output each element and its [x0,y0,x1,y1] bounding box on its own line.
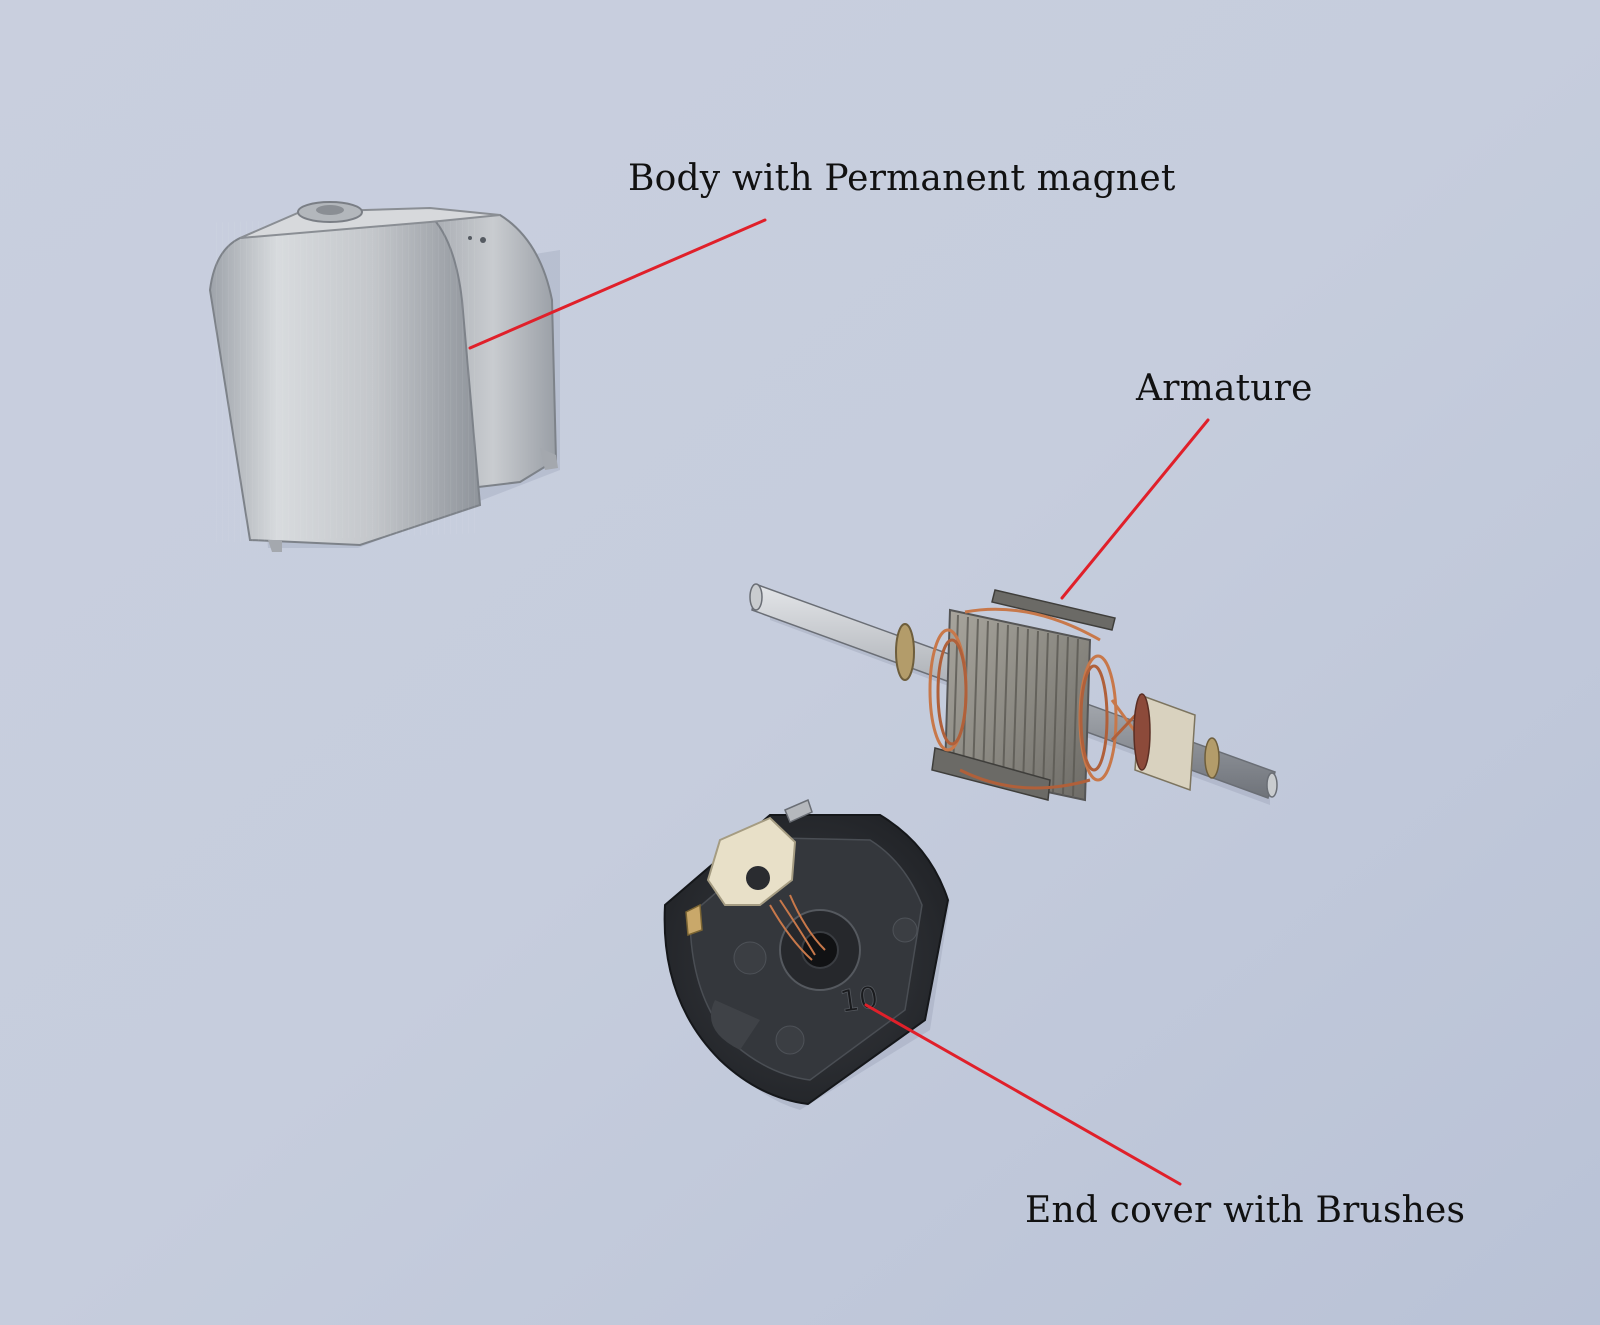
label-end-cover-with-brushes: End cover with Brushes [1025,1190,1466,1231]
motor-body-can [208,201,560,552]
leader-line-body [468,218,767,350]
armature [749,583,1278,805]
armature-washer [895,623,915,681]
armature-windings [928,607,1147,790]
brush-holder-plate [706,816,797,906]
end-cover: 10 [663,798,950,1110]
cover-mark-text: 10 [838,980,881,1020]
leader-line-armature [1060,418,1210,600]
brush-springs [769,894,826,961]
label-body-with-permanent-magnet: Body with Permanent magnet [628,158,1176,199]
leader-line-end-cover [864,1003,1182,1186]
leader-lines [468,218,1210,1186]
label-armature: Armature [1136,368,1313,409]
